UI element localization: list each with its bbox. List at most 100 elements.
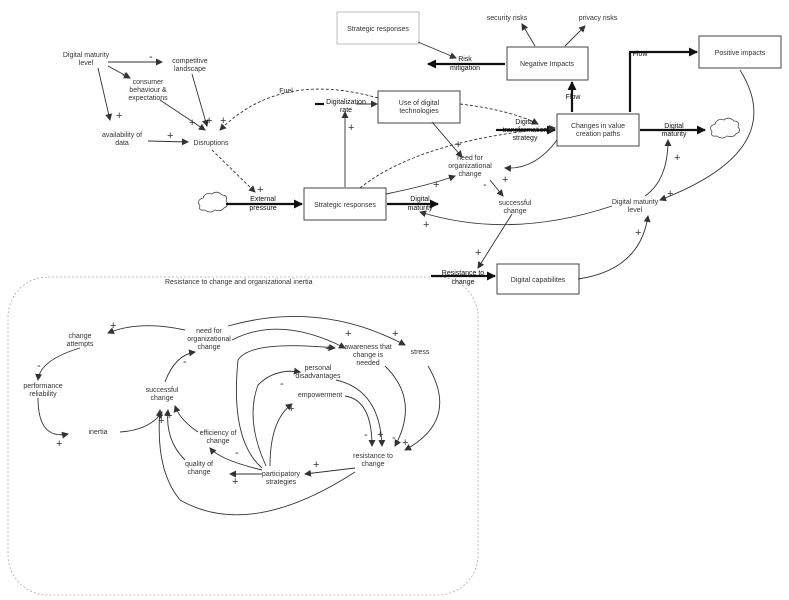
link-level-maturity xyxy=(419,205,613,226)
link-tech-need xyxy=(431,121,463,158)
svg-text:change: change xyxy=(198,344,221,351)
svg-text:+: + xyxy=(502,174,508,186)
svg-text:+: + xyxy=(232,476,238,488)
link-resistance-success xyxy=(156,409,356,516)
link-quality-success xyxy=(163,409,186,461)
svg-text:+: + xyxy=(423,219,429,231)
link-strat-risk xyxy=(417,41,457,59)
link-tech-changes xyxy=(459,103,539,125)
use-of-digital-technologies-box[interactable]: Use of digital technologies xyxy=(377,90,461,124)
svg-text:strategy: strategy xyxy=(513,135,538,142)
svg-text:reliability: reliability xyxy=(29,391,57,398)
svg-text:+: + xyxy=(110,320,116,332)
positive-impacts-box[interactable]: Positive impacts xyxy=(698,35,782,69)
participatory-strategies-label: participatory strategies xyxy=(262,471,301,486)
svg-text:disadvantages: disadvantages xyxy=(295,373,341,380)
link-awareness-resistance xyxy=(384,365,406,447)
svg-text:competitive: competitive xyxy=(172,58,208,65)
changes-in-value-creation-box[interactable]: Changes in value creation paths xyxy=(556,113,640,147)
link-inertia-success xyxy=(119,411,163,433)
svg-text:need for: need for xyxy=(457,155,483,162)
link-resistance-participatory xyxy=(304,467,356,477)
link-attempts-performance xyxy=(35,347,81,381)
svg-text:+: + xyxy=(455,139,461,151)
svg-text:change: change xyxy=(151,395,174,402)
svg-text:landscape: landscape xyxy=(174,66,206,73)
svg-text:+: + xyxy=(313,459,319,471)
link-success-need xyxy=(164,349,196,383)
link-participatory-empowerment xyxy=(269,403,293,467)
link-need-stress xyxy=(227,316,406,346)
resistance-to-change-inner-label: resistance to change xyxy=(353,453,393,468)
svg-text:data: data xyxy=(115,140,129,147)
svg-text:-: - xyxy=(364,429,368,441)
svg-text:expectations: expectations xyxy=(128,95,168,102)
change-attempts-label: change attempts xyxy=(67,333,94,348)
digital-capabilities-box[interactable]: Digital capabilites xyxy=(496,263,580,295)
svg-text:pressure: pressure xyxy=(249,205,276,212)
svg-text:+: + xyxy=(288,403,294,415)
svg-text:Positive impacts: Positive impacts xyxy=(715,50,766,57)
link-disrupt-pressure xyxy=(211,149,256,193)
svg-text:+: + xyxy=(158,415,164,427)
svg-text:resistance to: resistance to xyxy=(353,453,393,460)
svg-text:change: change xyxy=(459,171,482,178)
link-changes-need xyxy=(504,139,558,172)
svg-text:need for: need for xyxy=(196,328,222,335)
svg-text:Resistance to: Resistance to xyxy=(442,270,485,277)
svg-text:-: - xyxy=(183,356,187,368)
performance-reliability-label: performance reliability xyxy=(23,383,62,398)
svg-text:Digital capabilites: Digital capabilites xyxy=(511,277,566,284)
svg-text:-: - xyxy=(483,179,487,191)
svg-text:performance: performance xyxy=(23,383,62,390)
consumer-behaviour-label: consumer behaviour & expectations xyxy=(128,79,168,102)
need-for-org-change-label: need for organizational change xyxy=(448,155,492,178)
link-personal-resistance xyxy=(335,379,386,447)
quality-of-change-label: quality of change xyxy=(185,461,213,476)
svg-text:strategies: strategies xyxy=(266,479,297,486)
svg-text:Negative Impacts: Negative Impacts xyxy=(520,61,575,68)
svg-text:Strategic responses: Strategic responses xyxy=(314,202,376,209)
svg-text:change: change xyxy=(362,461,385,468)
link-tech-disruptions-fuel xyxy=(219,88,379,131)
svg-text:Use of digital: Use of digital xyxy=(399,100,440,107)
svg-text:change: change xyxy=(207,438,230,445)
svg-text:+: + xyxy=(674,152,680,164)
digitalization-rate-label: Digitalization rate xyxy=(326,99,366,114)
stress-label: stress xyxy=(411,349,430,356)
svg-text:Digital: Digital xyxy=(664,123,684,130)
svg-text:level: level xyxy=(79,60,94,67)
digital-maturity-mid-label: Digital maturity xyxy=(408,196,433,212)
strategic-responses-box[interactable]: Strategic responses xyxy=(303,187,387,221)
svg-text:-: - xyxy=(280,378,284,390)
resistance-group-frame xyxy=(7,276,479,596)
svg-text:level: level xyxy=(628,207,643,214)
svg-text:successful: successful xyxy=(499,200,532,207)
svg-text:participatory: participatory xyxy=(262,471,301,478)
svg-text:-: - xyxy=(149,51,153,63)
successful-change-label: successful change xyxy=(499,200,532,215)
svg-text:+: + xyxy=(257,184,263,196)
svg-text:-: - xyxy=(235,447,239,459)
link-neg-security xyxy=(521,23,536,47)
svg-text:-: - xyxy=(392,432,396,444)
external-pressure-label: External pressure xyxy=(249,196,276,212)
link-performance-inertia xyxy=(37,397,69,439)
link-efficiency-success xyxy=(173,405,199,433)
disruptions-label: Disruptions xyxy=(193,140,229,147)
link-dml-consumer xyxy=(107,65,131,79)
digital-transformation-strategy-label: Digital transformation strategy xyxy=(503,119,548,142)
successful-change-inner-label: successful change xyxy=(146,387,179,402)
svg-text:+: + xyxy=(206,115,212,127)
svg-text:+: + xyxy=(167,130,173,142)
negative-impacts-box[interactable]: Negative Impacts xyxy=(506,46,589,81)
svg-text:quality of: quality of xyxy=(185,461,213,468)
link-stress-resistance xyxy=(404,365,441,451)
strategic-responses-top-box[interactable]: Strategic responses xyxy=(336,11,420,45)
personal-disadvantages-label: personal disadvantages xyxy=(295,365,341,380)
svg-text:behaviour &: behaviour & xyxy=(129,87,167,94)
svg-text:+: + xyxy=(433,179,439,191)
svg-text:+: + xyxy=(220,115,226,127)
